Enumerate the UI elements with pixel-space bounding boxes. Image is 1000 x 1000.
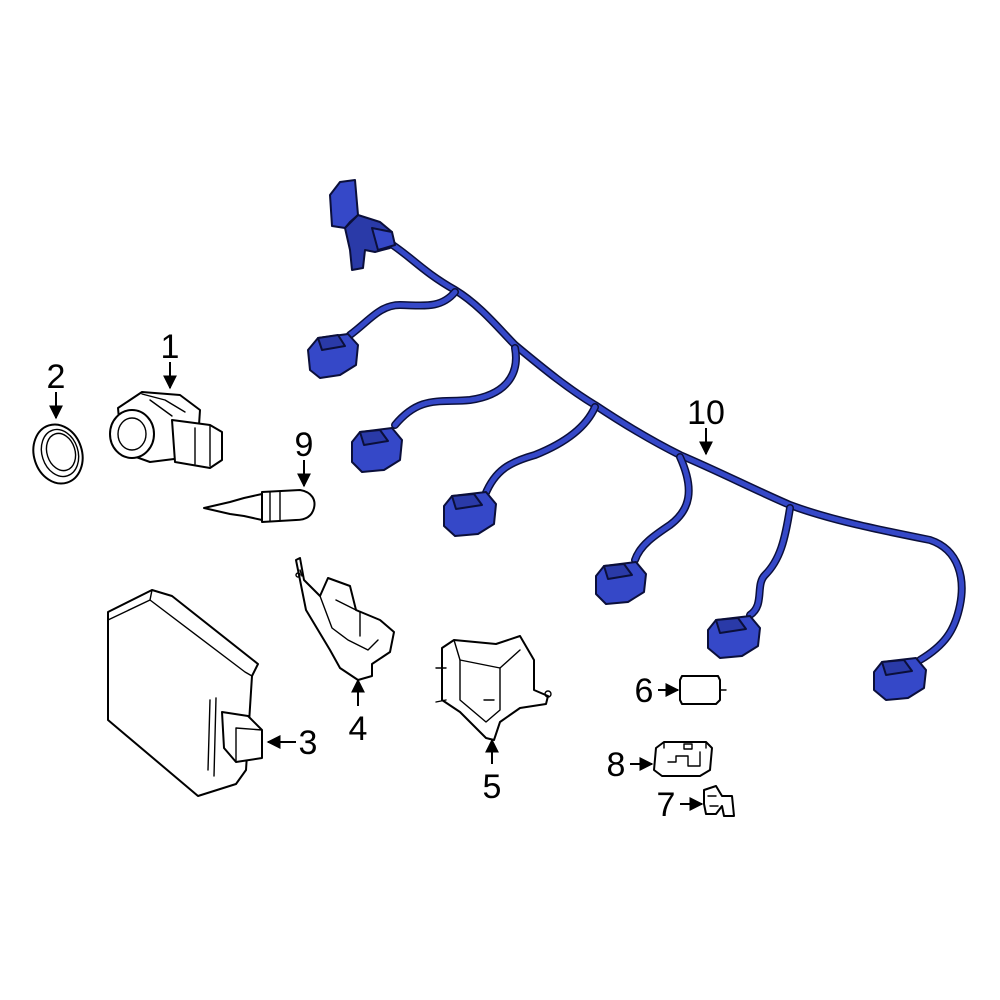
sensor-ring[interactable]: [26, 418, 90, 490]
harness-main-connector: [329, 179, 396, 271]
callout-8: 8: [607, 746, 626, 784]
callout-9: 9: [295, 426, 314, 464]
callout-4: 4: [349, 710, 368, 748]
harness-connector-2: [351, 427, 403, 473]
mounting-bracket-b[interactable]: [435, 635, 552, 741]
harness-connector-1: [307, 333, 359, 379]
harness-connector-6: [873, 657, 927, 701]
harness-connector-3: [443, 491, 497, 537]
callout-5: 5: [483, 768, 502, 806]
callout-3: 3: [299, 724, 318, 762]
callout-leaders: [49, 362, 713, 811]
bulb-pin[interactable]: [203, 489, 316, 523]
control-module[interactable]: [107, 589, 263, 797]
callout-2: 2: [47, 358, 66, 396]
connector-block[interactable]: [653, 741, 713, 777]
callout-10: 10: [687, 394, 725, 432]
callout-7: 7: [657, 786, 676, 824]
mounting-bracket-a[interactable]: [295, 557, 395, 681]
harness-connector-4: [595, 561, 647, 605]
harness-connector-5: [707, 615, 761, 659]
parking-sensor[interactable]: [109, 391, 223, 469]
callout-6: 6: [635, 672, 654, 710]
wiring-harness[interactable]: [307, 179, 966, 701]
retainer-clip[interactable]: [703, 785, 735, 817]
callout-1: 1: [161, 328, 180, 366]
relay-module[interactable]: [679, 675, 727, 705]
